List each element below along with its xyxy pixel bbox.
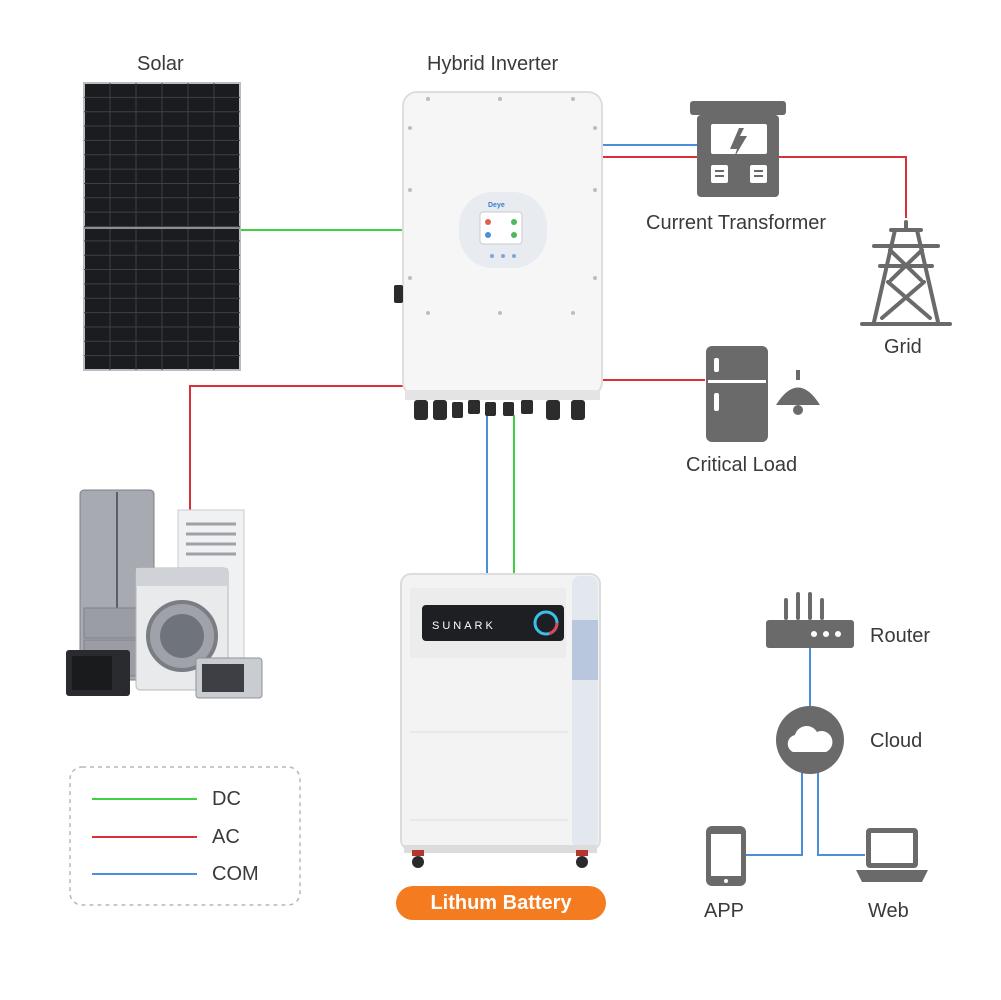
legend-label-ac: AC <box>212 826 240 848</box>
legend-label-com: COM <box>212 863 259 885</box>
inverter-cable-glands <box>414 400 585 420</box>
battery-logo: SUNARK <box>432 620 496 632</box>
legend <box>69 766 301 906</box>
current-transformer-label: Current Transformer <box>646 212 827 234</box>
solar-label: Solar <box>137 53 184 75</box>
web-label: Web <box>868 900 909 922</box>
inverter-logo: Deye <box>488 202 505 209</box>
critical-load-label: Critical Load <box>686 454 798 476</box>
hybrid-inverter: Deye <box>394 91 603 420</box>
com-line-cloud-web <box>817 772 865 856</box>
com-line-cloud-app <box>745 772 803 856</box>
router-label: Router <box>870 625 931 647</box>
app-label: APP <box>704 900 745 922</box>
current-transformer-icon <box>690 101 786 197</box>
household-appliances <box>66 489 263 699</box>
grid-label: Grid <box>884 336 922 358</box>
power-tower-icon <box>860 220 952 326</box>
inverter-display <box>479 211 523 245</box>
lamp-icon <box>776 370 820 415</box>
inverter-label: Hybrid Inverter <box>427 53 559 75</box>
solar-panel <box>83 82 241 371</box>
ac-line-ct-grid <box>778 156 907 218</box>
router-icon <box>766 592 854 648</box>
ac-line-inverter-appliances <box>189 385 403 510</box>
cloud-icon <box>776 706 844 774</box>
battery-display-panel <box>422 605 564 641</box>
battery-label-badge: Lithum Battery <box>396 886 606 920</box>
connection-lines <box>189 144 907 856</box>
refrigerator-icon <box>706 346 768 442</box>
phone-icon <box>706 826 746 886</box>
laptop-icon <box>856 828 928 882</box>
legend-label-dc: DC <box>212 788 241 810</box>
cloud-label: Cloud <box>870 730 923 752</box>
lithium-battery: SUNARK <box>400 573 601 868</box>
